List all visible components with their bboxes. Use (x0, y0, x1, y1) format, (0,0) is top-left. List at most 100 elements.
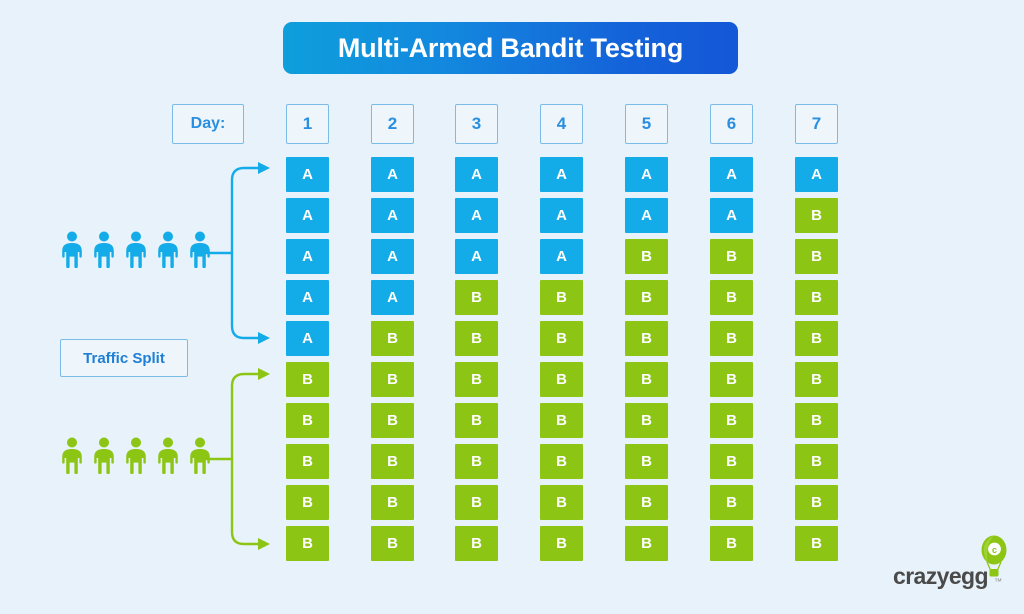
day-header-text: 1 (302, 114, 313, 133)
variant-cell-b: B (795, 280, 838, 315)
page-title-banner: Multi-Armed Bandit Testing (283, 22, 738, 74)
person-icon (190, 437, 210, 475)
variant-cell-b: B (286, 362, 329, 397)
variant-cell-b: B (795, 321, 838, 356)
svg-text:c: c (992, 545, 997, 555)
variant-cell-b: B (371, 526, 414, 561)
variant-cell-a: A (371, 280, 414, 315)
person-icon (94, 231, 114, 269)
day-header-cell: 1 (286, 104, 329, 144)
variant-cell-b: B (371, 485, 414, 520)
day-header-text: 7 (811, 114, 822, 133)
variant-cell-b: B (455, 444, 498, 479)
traffic-split-label: Traffic Split (83, 349, 165, 367)
variant-cell-a: A (625, 157, 668, 192)
bracket-arrow-icon-group-b (200, 368, 270, 550)
person-icon (158, 231, 178, 269)
variant-cell-a: A (455, 157, 498, 192)
variant-cell-a: A (795, 157, 838, 192)
person-icon (62, 231, 82, 269)
logo-trademark: ™ (994, 577, 1002, 586)
variant-cell-a: A (455, 239, 498, 274)
day-header-cell: 6 (710, 104, 753, 144)
variant-cell-a: A (625, 198, 668, 233)
person-icon (126, 437, 146, 475)
variant-cell-b: B (625, 526, 668, 561)
day-header-cell: 7 (795, 104, 838, 144)
variant-cell-b: B (795, 485, 838, 520)
variant-cell-b: B (625, 321, 668, 356)
variant-cell-b: B (795, 239, 838, 274)
day-header-cell: 4 (540, 104, 583, 144)
page-title: Multi-Armed Bandit Testing (337, 32, 684, 63)
variant-cell-b: B (286, 526, 329, 561)
variant-cell-b: B (540, 321, 583, 356)
variant-cell-b: B (710, 485, 753, 520)
variant-cell-a: A (286, 239, 329, 274)
variant-cell-a: A (371, 157, 414, 192)
variant-cell-a: A (710, 157, 753, 192)
variant-cell-b: B (710, 403, 753, 438)
variant-cell-a: A (455, 198, 498, 233)
bracket-arrow-icon-group-a (200, 162, 270, 344)
day-header-cell: 3 (455, 104, 498, 144)
variant-cell-a: A (371, 198, 414, 233)
traffic-split-box: Traffic Split (60, 339, 188, 377)
variant-cell-b: B (371, 362, 414, 397)
day-header-text: 2 (387, 114, 398, 133)
variant-cell-b: B (540, 444, 583, 479)
day-header-cell: 5 (625, 104, 668, 144)
variant-cell-b: B (625, 239, 668, 274)
variant-cell-b: B (371, 321, 414, 356)
day-header-text: 3 (471, 114, 482, 133)
variant-cell-b: B (710, 526, 753, 561)
variant-cell-b: B (795, 362, 838, 397)
variant-cell-b: B (455, 321, 498, 356)
variant-cell-a: A (286, 321, 329, 356)
variant-cell-b: B (625, 280, 668, 315)
variant-cell-b: B (371, 403, 414, 438)
variant-cell-b: B (710, 280, 753, 315)
variant-cell-b: B (795, 526, 838, 561)
variant-cell-b: B (710, 362, 753, 397)
variant-cell-a: A (710, 198, 753, 233)
variant-cell-b: B (286, 485, 329, 520)
variant-cell-b: B (710, 321, 753, 356)
variant-cell-b: B (540, 362, 583, 397)
variant-cell-b: B (795, 444, 838, 479)
variant-cell-b: B (540, 526, 583, 561)
balloon-icon: c (981, 535, 1007, 577)
variant-cell-b: B (455, 280, 498, 315)
variant-cell-b: B (540, 485, 583, 520)
variant-cell-b: B (625, 444, 668, 479)
variant-cell-b: B (625, 485, 668, 520)
logo-wordmark: crazyegg (893, 563, 989, 589)
variant-cell-a: A (286, 198, 329, 233)
variant-cell-a: A (286, 280, 329, 315)
variant-cell-a: A (286, 157, 329, 192)
variant-cell-a: A (371, 239, 414, 274)
variant-cell-a: A (540, 239, 583, 274)
variant-cell-b: B (455, 403, 498, 438)
variant-cell-b: B (286, 403, 329, 438)
variant-cell-b: B (540, 280, 583, 315)
variant-cell-b: B (625, 403, 668, 438)
person-icon (62, 437, 82, 475)
person-icon (94, 437, 114, 475)
day-header-text: 6 (726, 114, 737, 133)
variant-cell-b: B (625, 362, 668, 397)
variant-cell-b: B (455, 526, 498, 561)
people-group-a (60, 231, 212, 269)
variant-cell-b: B (455, 485, 498, 520)
variant-cell-b: B (795, 198, 838, 233)
person-icon (158, 437, 178, 475)
variant-cell-b: B (455, 362, 498, 397)
variant-cell-b: B (710, 444, 753, 479)
variant-cell-b: B (710, 239, 753, 274)
variant-cell-a: A (540, 157, 583, 192)
day-header-text: 4 (556, 114, 567, 133)
crazyegg-logo: c crazyegg ™ (893, 535, 1009, 601)
variant-cell-b: B (371, 444, 414, 479)
day-header-cell: 2 (371, 104, 414, 144)
variant-cell-b: B (795, 403, 838, 438)
